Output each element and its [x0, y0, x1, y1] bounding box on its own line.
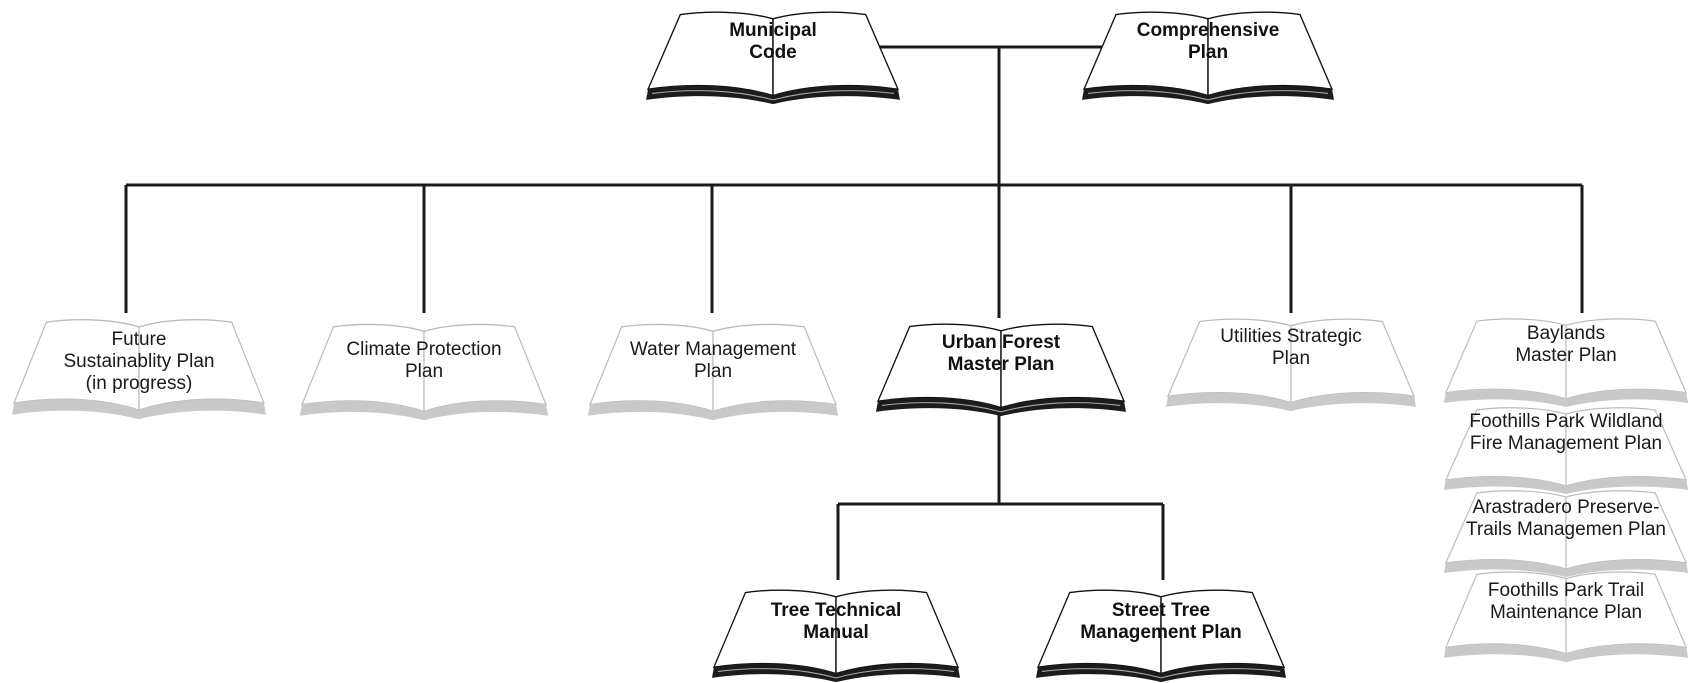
book-title-line: Street Tree	[1111, 600, 1211, 621]
book-title-line: Plan	[693, 361, 733, 382]
book-title-line: Utilities Strategic	[1220, 326, 1362, 347]
book-utilities-strategic-plan[interactable]: Utilities Strategic Plan	[1162, 313, 1420, 412]
book-title-line: Master Plan	[947, 354, 1055, 375]
book-arastradero-trails-plan[interactable]: Arastradero Preserve- Trails Managemen P…	[1440, 485, 1692, 577]
open-book-icon	[1443, 490, 1689, 577]
open-book-icon	[587, 323, 839, 421]
open-book-icon	[646, 11, 900, 105]
book-title-line: Foothills Park Trail	[1487, 580, 1645, 601]
book-title-line: Foothills Park Wildland	[1469, 411, 1663, 432]
book-title-line: Management Plan	[1080, 622, 1242, 643]
open-book-icon	[1443, 571, 1689, 663]
open-book-icon	[1443, 318, 1689, 408]
book-title-line: Water Management	[629, 339, 797, 360]
open-book-icon	[1082, 11, 1334, 105]
book-title-line: Urban Forest	[941, 332, 1061, 353]
book-title-line: Plan	[1271, 348, 1311, 369]
open-book-icon	[1165, 318, 1417, 412]
book-municipal-code[interactable]: Municipal Code	[642, 6, 904, 105]
book-title-line: Trails Managemen Plan	[1466, 519, 1666, 540]
book-title-line: Maintenance Plan	[1489, 602, 1643, 623]
open-book-icon	[711, 589, 961, 683]
book-future-sustainability-plan[interactable]: Future Sustainablity Plan (in progress)	[8, 313, 270, 420]
open-book-icon	[875, 323, 1127, 417]
book-title-line: Tree Technical	[770, 600, 902, 621]
book-street-tree-management-plan[interactable]: Street Tree Management Plan	[1032, 584, 1290, 683]
book-title-line: Climate Protection	[346, 339, 502, 360]
book-climate-protection-plan[interactable]: Climate Protection Plan	[296, 318, 552, 421]
book-title-line: Plan	[1187, 42, 1229, 63]
open-book-icon	[1443, 407, 1689, 494]
book-title-line: Plan	[404, 361, 444, 382]
book-title-line: Sustainablity Plan	[63, 351, 215, 372]
book-water-management-plan[interactable]: Water Management Plan	[584, 318, 842, 421]
book-title-line: Municipal	[729, 20, 817, 41]
book-tree-technical-manual[interactable]: Tree Technical Manual	[708, 584, 964, 683]
open-book-icon	[1035, 589, 1287, 683]
book-foothills-wildland-fire-plan[interactable]: Foothills Park Wildland Fire Management …	[1440, 402, 1692, 494]
book-title-line: Fire Management Plan	[1469, 433, 1663, 454]
book-title-line: Arastradero Preserve-	[1472, 497, 1660, 518]
book-urban-forest-master-plan[interactable]: Urban Forest Master Plan	[872, 318, 1130, 417]
book-title-line: Baylands	[1526, 323, 1606, 344]
open-book-icon	[299, 323, 549, 421]
book-foothills-trail-maintenance-plan[interactable]: Foothills Park Trail Maintenance Plan	[1440, 566, 1692, 663]
book-title-line: Master Plan	[1515, 345, 1617, 366]
book-title-line: (in progress)	[85, 373, 193, 394]
book-title-line: Code	[749, 42, 797, 63]
book-title-line: Future	[111, 329, 167, 350]
book-comprehensive-plan[interactable]: Comprehensive Plan	[1078, 6, 1338, 105]
open-book-icon	[12, 319, 266, 420]
book-baylands-master-plan[interactable]: Baylands Master Plan	[1440, 313, 1692, 408]
book-title-line: Manual	[803, 622, 869, 643]
book-title-line: Comprehensive	[1136, 20, 1280, 41]
